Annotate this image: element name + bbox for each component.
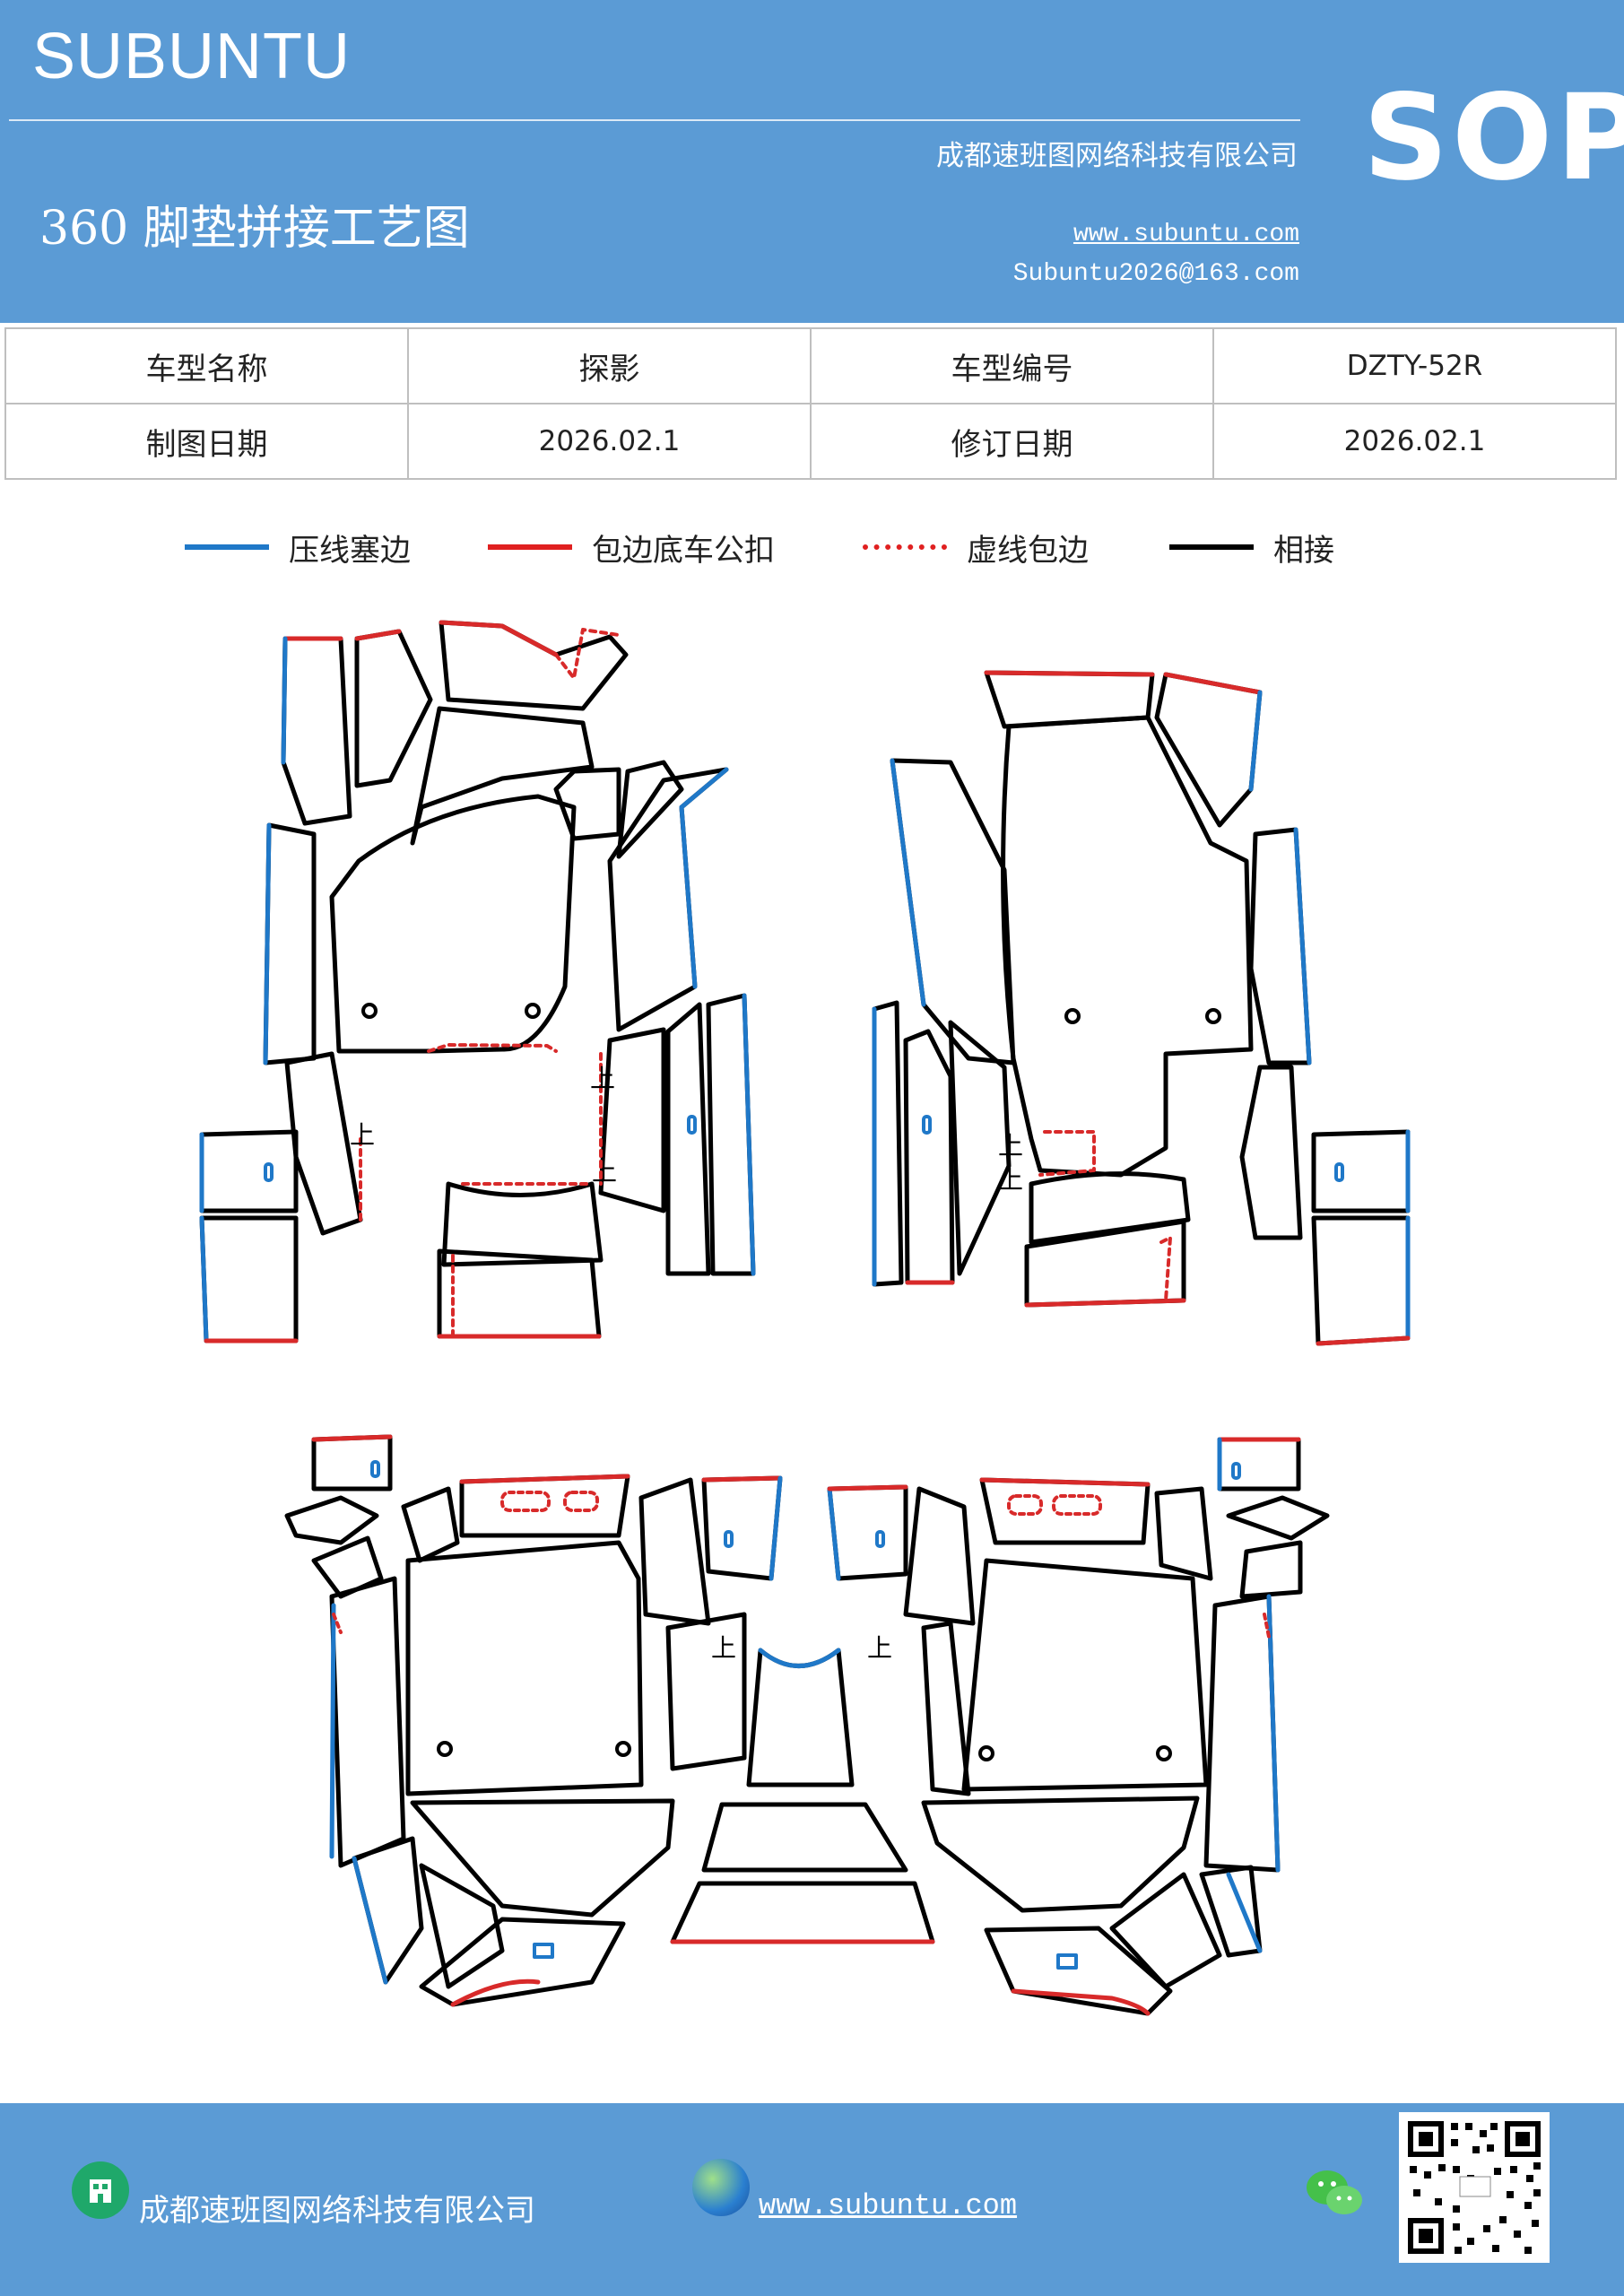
front-right-mat-group [872,670,1411,1346]
globe-icon [692,2159,750,2216]
up-marker: 上 [590,1064,615,1093]
rear-center-mat-group [670,1648,935,1944]
legend-label: 包边底车公扣 [592,532,775,569]
up-marker: 上 [867,1633,892,1663]
footer-company: 成都速班图网络科技有限公司 [139,2193,535,2229]
table-cell-value: 探影 [407,327,812,404]
table-cell-value: 2026.02.1 [1212,403,1617,480]
legend-item-dotted-wrap: 虚线包边 [863,525,1089,570]
up-marker: 上 [350,1120,375,1150]
legend-swatch-black [1169,544,1254,550]
mat-layout-drawing: 上 上 上 上 上 上 上 [199,620,1411,2016]
up-markers: 上 上 上 上 上 上 上 [350,1064,1023,1663]
table-cell-label: 车型编号 [810,327,1214,404]
footer-banner: 成都速班图网络科技有限公司 www.subuntu.com [0,2103,1624,2296]
header-website-link[interactable]: www.subuntu.com [1073,221,1299,248]
header-company: 成都速班图网络科技有限公司 [936,140,1298,172]
brand-name: SUBUNTU [32,21,352,92]
front-left-mat-group [199,620,756,1344]
table-row: 制图日期 2026.02.1 修订日期 2026.02.1 [4,403,1617,480]
legend-label: 虚线包边 [967,532,1089,569]
header-email[interactable]: Subuntu2026@163.com [1012,260,1299,288]
legend: 压线塞边 包边底车公扣 虚线包边 相接 [0,525,1624,570]
up-marker: 上 [592,1157,617,1187]
sop-badge: SOP [1363,69,1624,207]
rear-left-mat-group [284,1434,783,2007]
qr-code [1399,2112,1550,2263]
table-cell-value: DZTY-52R [1212,327,1617,404]
footer-website-link[interactable]: www.subuntu.com [759,2189,1018,2222]
up-marker: 上 [998,1165,1023,1195]
header-divider [9,119,1300,121]
table-cell-label: 制图日期 [4,403,409,480]
table-cell-value: 2026.02.1 [407,403,812,480]
building-icon [72,2161,129,2219]
info-table: 车型名称 探影 车型编号 DZTY-52R 制图日期 2026.02.1 修订日… [4,327,1617,480]
legend-label: 压线塞边 [289,532,411,569]
up-marker: 上 [711,1633,736,1663]
legend-item-join: 相接 [1169,525,1334,570]
table-cell-label: 修订日期 [810,403,1214,480]
legend-swatch-red [488,544,572,550]
legend-label: 相接 [1273,532,1334,569]
table-cell-label: 车型名称 [4,327,409,404]
legend-swatch-blue [185,544,269,550]
wechat-icon[interactable] [1305,2168,1364,2220]
rear-right-mat-group [827,1437,1330,2016]
table-row: 车型名称 探影 车型编号 DZTY-52R [4,327,1617,404]
legend-item-wrap-edge: 包边底车公扣 [488,525,775,570]
up-marker: 上 [998,1131,1023,1161]
legend-item-pressline: 压线塞边 [185,525,411,570]
header-banner: SUBUNTU 360 脚垫拼接工艺图 成都速班图网络科技有限公司 www.su… [0,0,1624,323]
page-title: 360 脚垫拼接工艺图 [39,202,470,256]
legend-swatch-red-dotted [863,544,947,550]
